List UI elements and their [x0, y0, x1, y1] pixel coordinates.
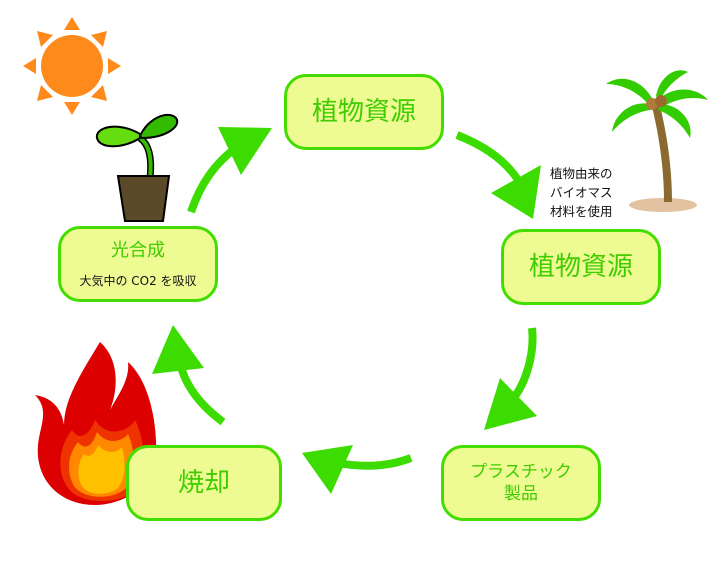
sprout-icon — [95, 113, 179, 222]
node-title: 焼却 — [177, 468, 230, 498]
biomass-note: 植物由来の バイオマス 材料を使用 — [550, 164, 613, 221]
node-subtitle: 大気中の CO2 を吸収 — [79, 273, 197, 288]
arrow-resource-to-plastic — [484, 327, 537, 430]
sun-icon — [23, 17, 121, 115]
note-line: バイオマス — [550, 185, 613, 200]
palm-tree-icon — [606, 70, 708, 212]
arrow-plastic-to-burn — [302, 445, 413, 494]
node-title: 光合成 — [111, 239, 165, 261]
node-plastic-product: プラスチック 製品 — [441, 445, 601, 521]
note-line: 植物由来の — [550, 166, 613, 181]
node-title-line1: プラスチック — [470, 462, 572, 482]
arrow-burn-to-photosynthesis — [152, 325, 226, 426]
node-photosynthesis: 光合成 大気中の CO2 を吸収 — [58, 226, 218, 302]
fire-icon — [35, 342, 157, 505]
node-incineration: 焼却 — [126, 445, 282, 521]
node-title-line2: 製品 — [504, 484, 538, 504]
note-line: 材料を使用 — [550, 204, 613, 219]
node-plant-resource-top: 植物資源 — [284, 74, 444, 150]
node-title: 植物資源 — [528, 252, 633, 282]
arrow-resource-to-resource — [455, 131, 541, 219]
arrow-photosynthesis-to-resource — [187, 127, 272, 214]
node-title: 植物資源 — [311, 97, 416, 127]
node-plant-resource-right: 植物資源 — [501, 229, 661, 305]
